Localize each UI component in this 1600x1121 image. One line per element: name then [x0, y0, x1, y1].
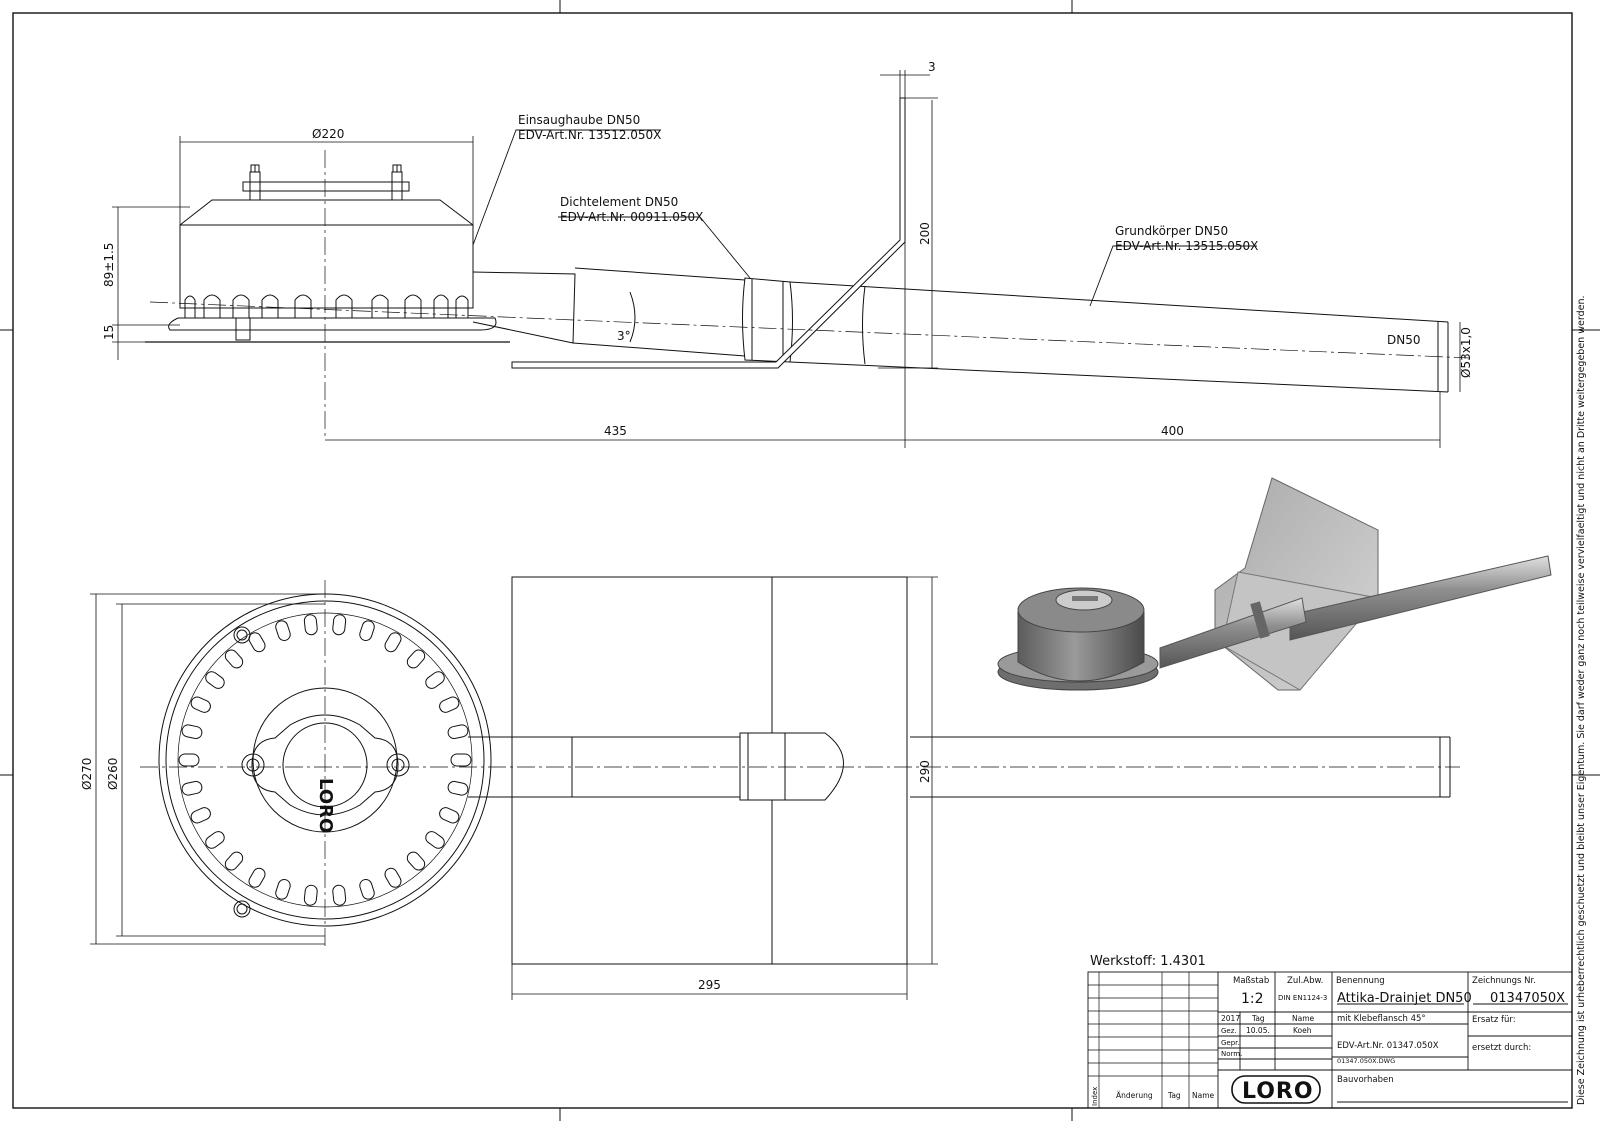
norm-label: Norm. — [1221, 1050, 1242, 1058]
drawing-no-label: Zeichnungs Nr. — [1472, 976, 1536, 986]
company-logo: LORO — [1231, 1075, 1321, 1104]
dim-l400: 400 — [1161, 424, 1184, 438]
change-label: Änderung — [1116, 1091, 1153, 1100]
description-label: Benennung — [1336, 976, 1385, 986]
description-sub: mit Klebeflansch 45° — [1337, 1014, 1426, 1024]
copyright-note: Diese Zeichnung ist urheberrechtlich ges… — [1576, 296, 1587, 1106]
material-label: Werkstoff: 1.4301 — [1090, 954, 1206, 969]
checked-label: Gepr. — [1221, 1039, 1240, 1047]
inlet-slot — [406, 851, 426, 871]
inlet-slot — [439, 807, 460, 824]
inlet-slot — [384, 632, 402, 653]
inlet-slot — [190, 807, 211, 824]
inlet-slot — [181, 724, 203, 740]
inlet-slot — [224, 851, 244, 871]
pipe-dia-label: Ø53x1,0 — [1459, 327, 1473, 378]
title-block — [1087, 971, 1573, 1109]
inlet-slot — [332, 614, 347, 636]
dn50-label: DN50 — [1387, 333, 1421, 347]
dim-h290: 290 — [918, 760, 932, 783]
description-value: Attika-Drainjet DN50 — [1337, 991, 1472, 1006]
inlet-slot — [275, 620, 291, 641]
day-label: Tag — [1251, 1014, 1265, 1023]
inlet-slot — [275, 879, 291, 900]
dim-h15: 15 — [102, 325, 116, 340]
scale-value: 1:2 — [1241, 991, 1264, 1007]
inlet-slot — [303, 884, 318, 906]
scale-label: Maßstab — [1233, 976, 1269, 986]
year-label: 2017 — [1221, 1014, 1240, 1023]
revision-day-label: Tag — [1167, 1091, 1181, 1100]
inlet-slot — [447, 780, 469, 796]
dim-d270: Ø270 — [80, 758, 94, 790]
body-art-label: EDV-Art.Nr. 13515.050X — [1115, 239, 1258, 253]
article-number: EDV-Art.Nr. 01347.050X — [1337, 1041, 1439, 1051]
seal-name-label: Dichtelement DN50 — [560, 195, 678, 209]
inlet-slot — [439, 696, 460, 713]
inlet-slot — [303, 614, 318, 636]
dim-w295: 295 — [698, 978, 721, 992]
inlet-slot — [406, 649, 426, 669]
inlet-slot — [205, 831, 225, 849]
replaced-by-label: ersetzt durch: — [1472, 1043, 1531, 1053]
lid-logo-text: LORO — [315, 778, 336, 833]
name-label: Name — [1292, 1014, 1315, 1023]
dim-w3: 3 — [928, 60, 936, 74]
replacement-for-label: Ersatz für: — [1472, 1015, 1516, 1025]
revision-name-label: Name — [1192, 1091, 1215, 1100]
inlet-slot — [205, 671, 225, 689]
inlet-slot — [224, 649, 244, 669]
dim-h89: 89±1.5 — [102, 243, 116, 287]
tolerance-label: Zul.Abw. — [1287, 976, 1323, 986]
top-view — [140, 576, 1460, 965]
dim-h200: 200 — [918, 222, 932, 245]
inlet-slot — [332, 884, 347, 906]
index-label: Index — [1091, 1087, 1099, 1106]
tolerance-value: DIN EN1124-3 — [1278, 994, 1327, 1002]
file-name: 01347.050X.DWG — [1337, 1057, 1395, 1065]
inlet-slot — [248, 867, 266, 888]
top-view-dimensions — [90, 576, 938, 1000]
dim-d260: Ø260 — [106, 758, 120, 790]
angle-label: 3° — [617, 329, 631, 343]
isometric-render — [997, 477, 1552, 691]
company-logo-text: LORO — [1242, 1079, 1314, 1104]
drawn-date: 10.05. — [1246, 1026, 1270, 1035]
inlet-slot — [359, 620, 375, 641]
dim-d220: Ø220 — [312, 127, 344, 141]
drawing-no-value: 01347050X — [1490, 991, 1565, 1006]
inlet-slot — [384, 867, 402, 888]
inlet-slot — [181, 780, 203, 796]
inlet-slot — [450, 753, 472, 767]
inlet-slot — [178, 753, 200, 767]
side-view: 3° DN50 — [145, 97, 1471, 440]
dim-l435: 435 — [604, 424, 627, 438]
inlet-slot — [425, 831, 445, 849]
seal-art-label: EDV-Art.Nr. 00911.050X — [560, 210, 703, 224]
drawn-label: Gez. — [1221, 1027, 1237, 1035]
inlet-slots — [184, 294, 469, 318]
side-view-labels — [472, 129, 1257, 307]
inlet-slot-ring — [178, 614, 472, 906]
project-label: Bauvorhaben — [1337, 1075, 1394, 1085]
hood-name-label: Einsaughaube DN50 — [518, 113, 640, 127]
inlet-slot — [447, 724, 469, 740]
inlet-slot — [190, 696, 211, 713]
side-view-dimensions — [112, 70, 1461, 448]
inlet-slot — [425, 671, 445, 689]
inlet-slot — [248, 632, 266, 653]
hood-art-label: EDV-Art.Nr. 13512.050X — [518, 128, 661, 142]
inlet-slot — [359, 879, 375, 900]
drawn-name: Koeh — [1293, 1026, 1312, 1035]
body-name-label: Grundkörper DN50 — [1115, 224, 1228, 238]
